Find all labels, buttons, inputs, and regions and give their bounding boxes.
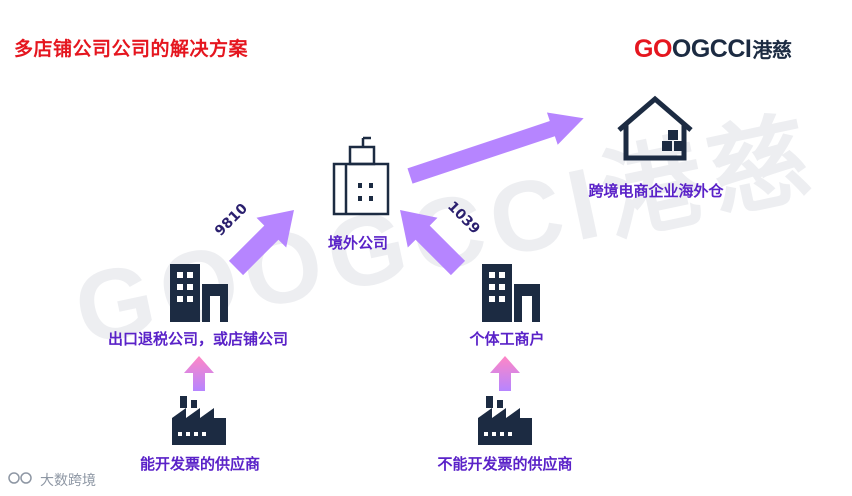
factory-icon-right	[478, 396, 532, 445]
export-company-label: 出口退税公司，或店铺公司	[107, 330, 289, 348]
arrow-supplier-left	[184, 356, 214, 391]
arrow-to-warehouse	[407, 112, 584, 184]
supplier-invoice-label: 能开发票的供应商	[139, 455, 261, 473]
corner-logo-text: 大数跨境	[40, 473, 96, 489]
page-title: 多店铺公司公司的解决方案	[14, 38, 249, 60]
supplier-no-invoice-label: 不能开发票的供应商	[437, 455, 573, 473]
office-building-icon-right	[482, 264, 540, 322]
corner-logo-icon	[8, 472, 32, 484]
overseas-company-label: 境外公司	[327, 234, 389, 252]
warehouse-label: 跨境电商企业海外仓	[588, 182, 724, 200]
individual-business-label: 个体工商户	[469, 330, 545, 348]
arrow-supplier-right	[490, 356, 520, 391]
arrow-9810	[228, 210, 294, 276]
factory-icon-left	[172, 396, 226, 445]
warehouse-icon	[617, 95, 693, 161]
brand-logo: GOOGCCI港慈	[634, 35, 792, 63]
building-icon	[332, 136, 390, 216]
arrow-1039	[400, 210, 466, 276]
office-building-icon-left	[170, 264, 228, 322]
